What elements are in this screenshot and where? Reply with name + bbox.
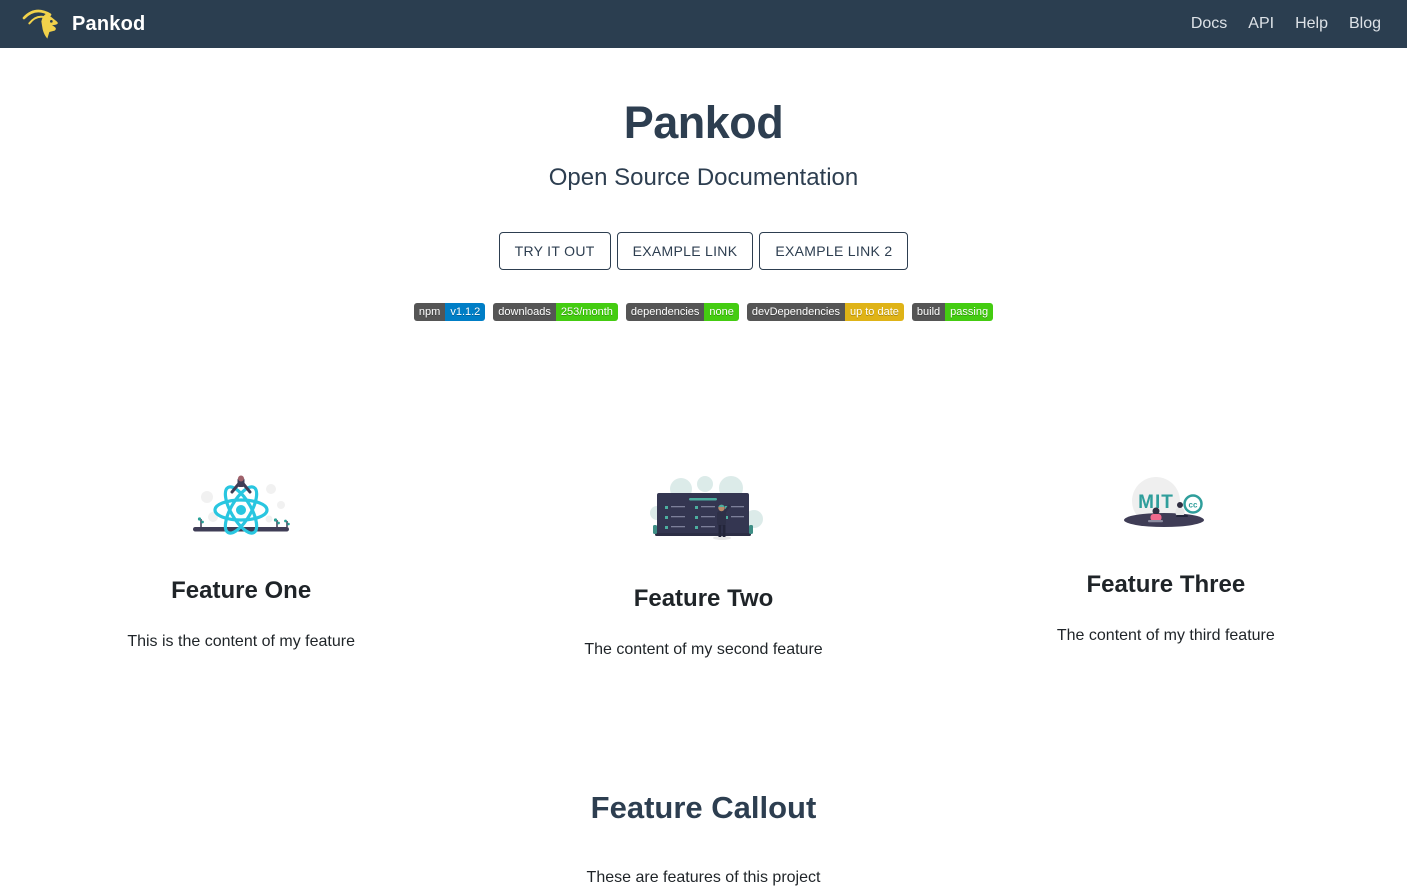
features-section: Feature One This is the content of my fe… — [0, 475, 1407, 659]
build-status-badge: build passing — [911, 303, 994, 321]
page-title: Pankod — [623, 97, 784, 148]
top-navbar: Pankod Docs API Help Blog — [0, 0, 1407, 48]
dependencies-badge: dependencies none — [625, 303, 739, 321]
npm-version-badge: npm v1.1.2 — [413, 303, 486, 321]
dev-dependencies-badge: devDependencies up to date — [746, 303, 904, 321]
brand[interactable]: Pankod — [22, 6, 145, 42]
feature-three-column: MIT cc Feature Three The content of my t… — [935, 475, 1397, 659]
feature-two-text: The content of my second feature — [584, 641, 823, 658]
try-it-out-button[interactable]: TRY IT OUT — [498, 232, 611, 270]
feature-three-text: The content of my third feature — [1056, 627, 1275, 644]
svg-text:cc: cc — [1188, 501, 1197, 510]
example-link-2-button[interactable]: EXAMPLE LINK 2 — [759, 232, 909, 270]
nav-link-blog[interactable]: Blog — [1348, 15, 1381, 32]
nav-link-api[interactable]: API — [1248, 15, 1275, 32]
feature-callout-section: Feature Callout These are features of th… — [0, 790, 1407, 887]
page-subtitle: Open Source Documentation — [548, 164, 859, 191]
nav-link-docs[interactable]: Docs — [1190, 15, 1228, 32]
feature-one-column: Feature One This is the content of my fe… — [10, 475, 472, 659]
feature-one-text: This is the content of my feature — [127, 633, 355, 650]
feature-callout-text: These are features of this project — [586, 869, 821, 886]
scrum-board-illustration — [633, 475, 773, 543]
shield-badges-row: npm v1.1.2 downloads 253/month dependenc… — [0, 303, 1407, 321]
svg-text:MIT: MIT — [1138, 492, 1174, 513]
action-buttons: TRY IT OUT EXAMPLE LINK EXAMPLE LINK 2 — [0, 232, 1407, 270]
example-link-button[interactable]: EXAMPLE LINK — [616, 232, 754, 270]
nav-link-help[interactable]: Help — [1295, 15, 1328, 32]
brand-name: Pankod — [72, 12, 146, 35]
feature-one-title: Feature One — [171, 577, 312, 604]
react-atom-illustration — [171, 475, 311, 535]
pankod-goat-logo-icon — [22, 6, 62, 42]
nav-links: Docs API Help Blog — [1191, 15, 1381, 33]
downloads-badge: downloads 253/month — [493, 303, 618, 321]
feature-callout-title: Feature Callout — [590, 790, 817, 825]
feature-two-title: Feature Two — [633, 585, 774, 612]
hero-section: Pankod Open Source Documentation — [0, 97, 1407, 192]
feature-three-title: Feature Three — [1086, 571, 1246, 598]
open-source-mit-illustration: MIT cc — [1096, 475, 1236, 529]
feature-two-column: Feature Two The content of my second fea… — [472, 475, 934, 659]
